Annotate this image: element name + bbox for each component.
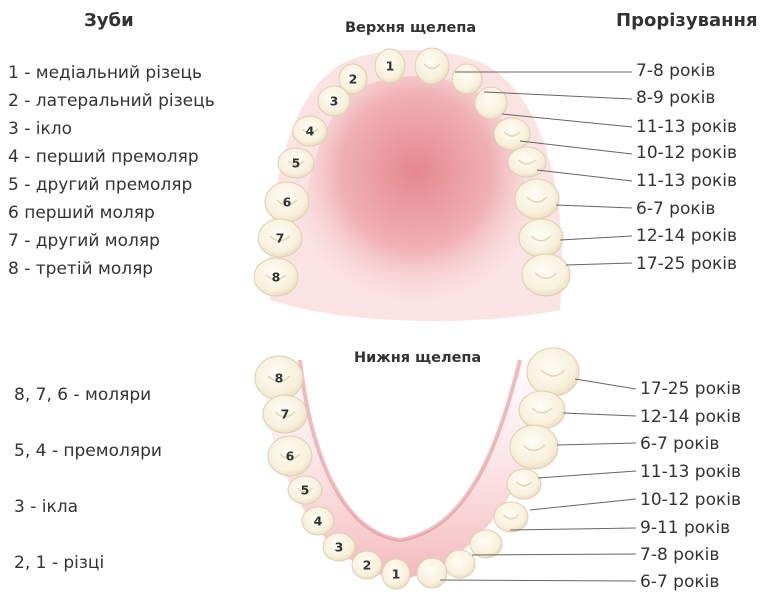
lower-age-label: 9-11 років [640, 518, 730, 538]
tooth-number: 5 [301, 483, 310, 498]
upper-tooth: 4 [293, 116, 327, 146]
leader-line [530, 499, 636, 510]
lower-tooth [417, 558, 447, 588]
lower-tooth [507, 469, 541, 499]
upper-age-label: 11-13 років [636, 117, 737, 137]
lower-tooth: 3 [323, 533, 355, 561]
tooth-number: 2 [363, 558, 372, 573]
leader-line [575, 379, 636, 389]
leader-line [560, 236, 632, 240]
upper-age-label: 11-13 років [636, 171, 737, 191]
leader-line [556, 205, 632, 208]
lower-tooth [470, 530, 502, 558]
lower-tooth [527, 348, 579, 396]
tooth-number: 8 [272, 270, 281, 285]
upper-tooth [515, 179, 559, 219]
leader-line [538, 471, 636, 478]
lower-age-label: 7-8 років [640, 545, 719, 565]
upper-age-label: 17-25 років [636, 254, 737, 274]
leader-line [440, 580, 636, 581]
upper-tooth: 7 [258, 219, 302, 257]
lower-tooth [494, 502, 528, 532]
lower-tooth [510, 425, 558, 469]
lower-age-label: 6-7 років [640, 572, 719, 592]
upper-age-label: 6-7 років [636, 199, 715, 219]
lower-age-label: 11-13 років [640, 462, 741, 482]
lower-tooth: 4 [302, 507, 334, 535]
lower-age-label: 10-12 років [640, 490, 741, 510]
lower-age-label: 6-7 років [640, 434, 719, 454]
lower-tooth [445, 550, 475, 578]
upper-tooth [519, 219, 563, 257]
upper-tooth: 1 [375, 49, 405, 83]
lower-age-label: 12-14 років [640, 407, 741, 427]
tooth-number: 4 [306, 124, 315, 139]
upper-tooth: 8 [254, 258, 298, 296]
lower-tooth: 1 [382, 559, 410, 589]
tooth-number: 3 [330, 94, 339, 109]
upper-age-label: 7-8 років [636, 61, 715, 81]
tooth-number: 7 [281, 407, 290, 422]
tooth-number: 4 [314, 514, 323, 529]
lower-age-label: 17-25 років [640, 379, 741, 399]
upper-tooth: 5 [278, 148, 314, 178]
lower-tooth: 7 [263, 395, 307, 433]
upper-age-label: 12-14 років [636, 226, 737, 246]
tooth-number: 6 [283, 195, 292, 210]
tooth-number: 3 [335, 540, 344, 555]
tooth-number: 8 [275, 371, 284, 386]
upper-age-label: 10-12 років [636, 143, 737, 163]
lower-tooth [519, 391, 565, 429]
upper-tooth: 3 [318, 86, 350, 116]
upper-tooth [508, 147, 546, 177]
upper-tooth: 6 [265, 182, 309, 222]
lower-tooth: 8 [255, 356, 303, 400]
leader-line [510, 528, 636, 530]
leader-line [563, 413, 636, 416]
tooth-number: 1 [386, 59, 395, 74]
lower-tooth: 6 [268, 436, 312, 476]
tooth-number: 7 [276, 231, 285, 246]
tooth-number: 1 [392, 567, 401, 582]
upper-tooth [522, 254, 570, 296]
upper-age-label: 8-9 років [636, 88, 715, 108]
upper-tooth [452, 64, 482, 94]
upper-tooth [494, 118, 530, 150]
leader-line [566, 263, 632, 265]
lower-tooth: 5 [288, 476, 322, 504]
upper-tooth [415, 48, 449, 84]
tooth-number: 5 [292, 156, 301, 171]
lower-tooth: 2 [352, 551, 382, 579]
tooth-number: 2 [349, 72, 358, 87]
leader-line [557, 443, 636, 445]
tooth-number: 6 [286, 449, 295, 464]
